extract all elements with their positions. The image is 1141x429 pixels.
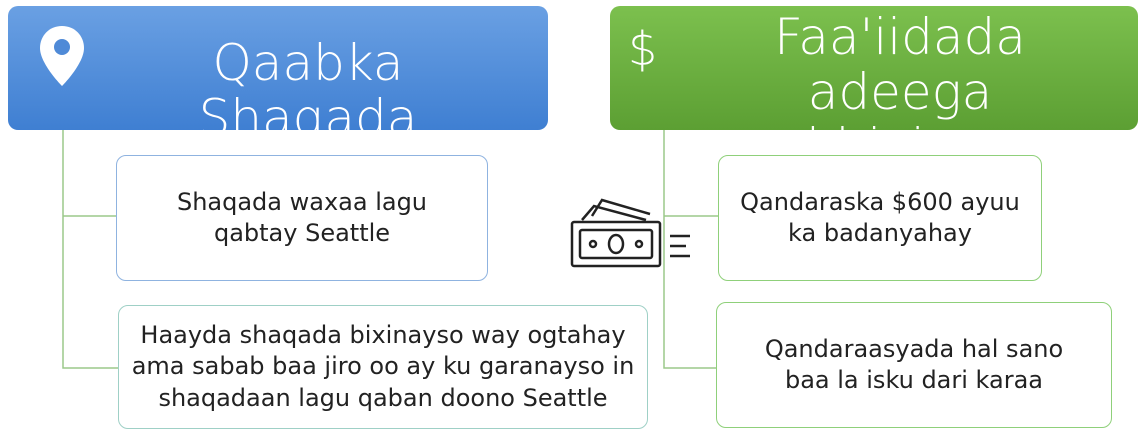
- right-box-1-text: Qandaraska $600 ayuu ka badanyahay: [740, 187, 1020, 247]
- header-title-left: Qaabka Shaqada: [198, 34, 418, 147]
- cash-money-icon: [570, 198, 690, 268]
- right-box-2-text: Qandaraasyada hal sano baa la isku dari …: [764, 334, 1064, 394]
- right-box-1: Qandaraska $600 ayuu ka badanyahay: [718, 155, 1042, 281]
- left-box-1-text: Shaqada waxaa lagu qabtay Seattle: [176, 187, 428, 247]
- connector-right-trunk: [663, 130, 718, 369]
- header-title-right: Faa'iidada adeega aad bixinayso: [680, 10, 1120, 175]
- header-qaabka-shaqada: Qaabka Shaqada: [8, 6, 548, 146]
- right-box-2: Qandaraasyada hal sano baa la isku dari …: [716, 302, 1112, 428]
- map-pin-icon: [40, 26, 84, 86]
- left-box-1: Shaqada waxaa lagu qabtay Seattle: [116, 155, 488, 281]
- left-box-2-text: Haayda shaqada bixinayso way ogtahay ama…: [131, 321, 635, 412]
- left-box-2: Haayda shaqada bixinayso way ogtahay ama…: [118, 305, 648, 429]
- header-faaiidada: $ Faa'iidada adeega aad bixinayso: [610, 6, 1138, 175]
- dollar-sign-icon: $: [628, 22, 658, 76]
- header-title-right-line1: Faa'iidada adeega: [774, 8, 1026, 121]
- connector-left-trunk: [62, 130, 118, 369]
